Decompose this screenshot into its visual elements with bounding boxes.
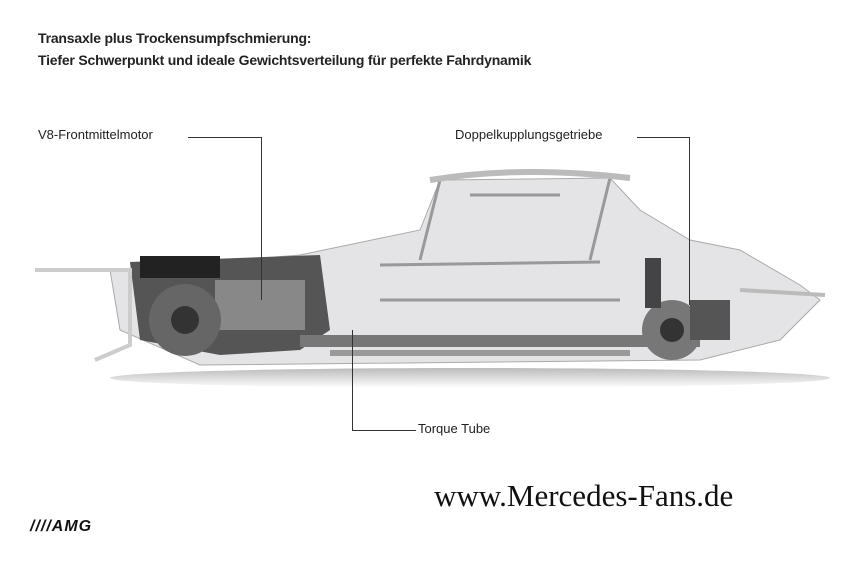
torque-tube bbox=[300, 335, 700, 347]
front-crash-structure bbox=[35, 268, 132, 362]
exhaust bbox=[330, 350, 630, 356]
watermark: www.Mercedes-Fans.de bbox=[434, 478, 734, 513]
amg-stripes-icon: //// bbox=[30, 518, 52, 535]
title-line-2: Tiefer Schwerpunkt und ideale Gewichtsve… bbox=[38, 52, 532, 68]
leader-engine-h bbox=[188, 137, 262, 138]
engine-block bbox=[215, 280, 305, 330]
label-engine: V8-Frontmittelmotor bbox=[38, 127, 153, 142]
rear-crash-structure bbox=[739, 288, 826, 297]
rear-spring bbox=[645, 258, 661, 308]
label-gearbox: Doppelkupplungsgetriebe bbox=[455, 127, 603, 142]
leader-torque-h bbox=[352, 430, 416, 431]
label-torque-tube: Torque Tube bbox=[418, 421, 491, 436]
leader-gearbox-v bbox=[689, 137, 690, 305]
title-line-1: Transaxle plus Trockensumpfschmierung: bbox=[38, 30, 312, 46]
frame-struts bbox=[379, 177, 620, 302]
roof-arc bbox=[429, 168, 631, 183]
leader-gearbox-h bbox=[637, 137, 689, 138]
gearbox bbox=[690, 300, 730, 340]
intake bbox=[140, 256, 220, 278]
ground-shadow bbox=[110, 368, 830, 388]
leader-torque-v bbox=[352, 330, 353, 431]
amg-logo: ////AMG bbox=[30, 518, 93, 535]
leader-engine-v bbox=[261, 137, 262, 300]
